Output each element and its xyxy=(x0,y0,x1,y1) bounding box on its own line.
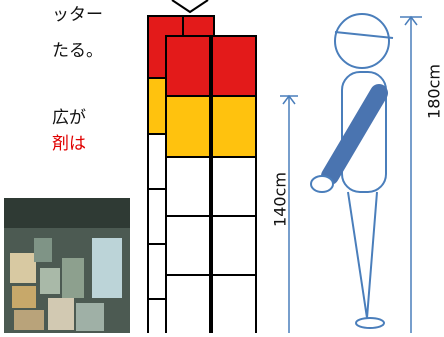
pointer-triangle xyxy=(172,0,208,12)
dimension-180 xyxy=(400,17,422,333)
height-140-label: 140cm xyxy=(271,170,290,230)
front-columns xyxy=(166,36,256,333)
height-180-label: 180cm xyxy=(425,62,444,122)
stick-figure-icon xyxy=(335,14,393,328)
